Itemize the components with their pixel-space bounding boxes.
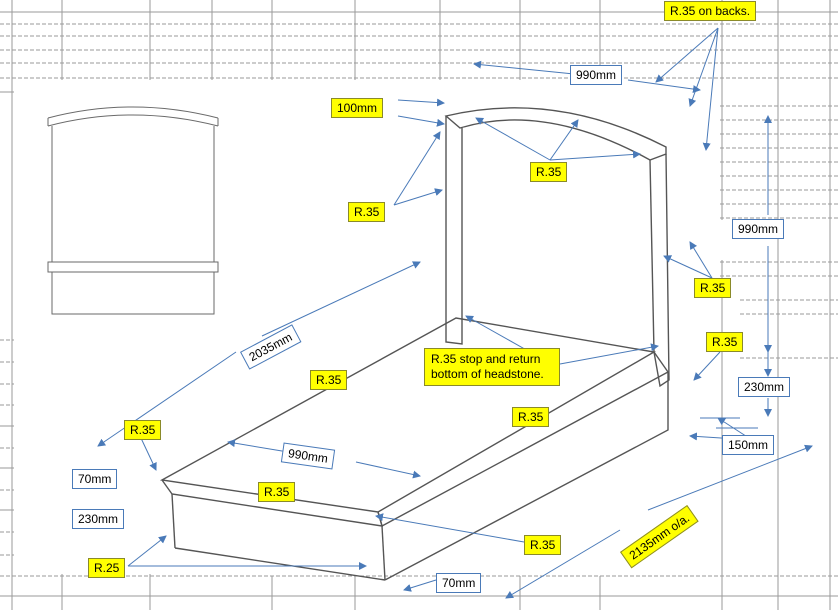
- label-r35-left-back: R.35: [348, 202, 386, 222]
- label-r35-top: R.35: [530, 162, 568, 182]
- label-70mm-bottom: 70mm: [436, 573, 482, 593]
- label-r35-bottom: R.35: [524, 535, 562, 555]
- label-150mm: 150mm: [722, 435, 775, 455]
- label-70mm-left: 70mm: [72, 469, 118, 489]
- dimension-arrows: [97, 27, 813, 599]
- label-230mm-right: 230mm: [738, 377, 791, 397]
- label-230mm-left: 230mm: [72, 509, 125, 529]
- kerb-and-headstone: [159, 107, 670, 581]
- label-r35-on-backs: R.35 on backs.: [664, 1, 757, 21]
- label-100mm: 100mm: [331, 98, 384, 118]
- label-height-990-right: 990mm: [732, 219, 785, 239]
- label-r35-middle: R.35: [310, 370, 348, 390]
- front-elevation-thumbnail: [47, 106, 219, 315]
- label-r35-corner: R.35: [124, 420, 162, 440]
- label-r35-right-kerb: R.35: [512, 407, 550, 427]
- label-width-990-top: 990mm: [570, 65, 623, 85]
- label-r35-right-lower: R.35: [706, 332, 744, 352]
- label-r35-stop-and-return: R.35 stop and return bottom of headstone…: [424, 348, 560, 386]
- label-r35-right-upper: R.35: [694, 278, 732, 298]
- label-r25: R.25: [88, 558, 126, 578]
- label-r35-front: R.35: [258, 482, 296, 502]
